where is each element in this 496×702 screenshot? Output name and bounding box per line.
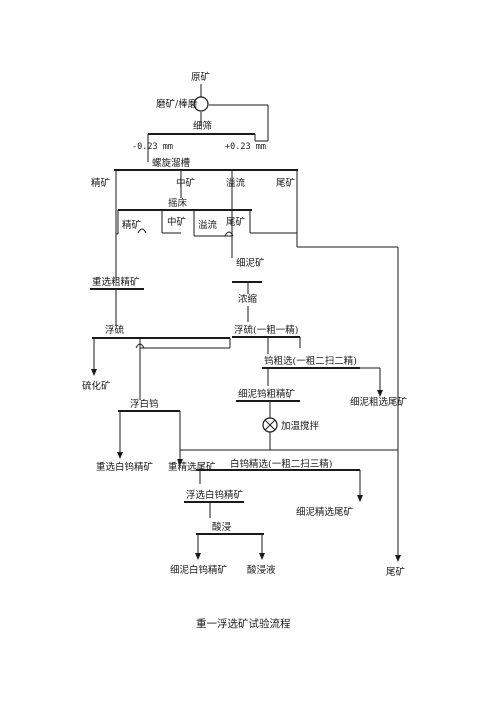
tailings-label: 尾矿 <box>386 566 406 578</box>
table-middling-label: 中矿 <box>167 216 187 228</box>
spiral-conc-label: 精矿 <box>91 177 111 189</box>
line-crossovers <box>135 228 234 349</box>
heat-stirring-tank-symbol <box>262 417 278 433</box>
diagram-caption: 重一浮选矿试验流程 <box>196 617 291 630</box>
slime-scheelite-conc-label: 细泥白钨精矿 <box>170 564 228 576</box>
slime-w-rough-conc-label: 细泥钨粗精矿 <box>238 388 296 400</box>
grinding-mill-symbol <box>193 96 209 112</box>
scheelite-flotation-label: 浮白钨 <box>130 398 159 410</box>
spiral-tail-label: 尾矿 <box>276 177 296 189</box>
screen-over-label: +0.23 mm <box>225 142 266 152</box>
spiral-chute-label: 螺旋溜槽 <box>152 157 191 169</box>
flotation-rougher-label: 浮硫(一粗一精) <box>234 324 298 336</box>
tungsten-rougher-label: 钨粗选(一粗二扫二精) <box>264 355 357 367</box>
acid-leach-label: 酸浸 <box>212 521 232 533</box>
gravity-cleaner-tail-label: 重精选尾矿 <box>168 461 216 473</box>
fine-slime-label: 细泥矿 <box>236 257 265 269</box>
table-tail-label: 尾矿 <box>226 216 246 228</box>
table-overflow-label: 溢流 <box>198 219 218 231</box>
raw-ore-label: 原矿 <box>191 71 211 83</box>
grinding-label: 磨矿/棒磨 <box>156 98 198 110</box>
screen-under-label: -0.23 mm <box>132 142 173 152</box>
slime-rough-tail-label: 细泥粗选尾矿 <box>350 396 408 408</box>
slime-cleaner-tail-label: 细泥精选尾矿 <box>296 506 354 518</box>
node-labels: 原矿 磨矿/棒磨 细筛 -0.23 mm +0.23 mm 螺旋溜槽 精矿 中矿… <box>82 71 408 578</box>
thickening-label: 浓缩 <box>238 293 258 305</box>
gravity-scheelite-conc-label: 重选白钨精矿 <box>96 461 154 473</box>
spiral-middling-label: 中矿 <box>176 177 196 189</box>
sulfide-flotation-label: 浮硫 <box>105 324 125 336</box>
heat-stirring-label: 加温搅拌 <box>281 420 320 432</box>
spiral-overflow-label: 溢流 <box>226 177 246 189</box>
flotation-scheelite-conc-label: 浮选白钨精矿 <box>186 489 244 501</box>
scheelite-cleaner-label: 白钨精选(一粗二扫三精) <box>230 458 332 470</box>
table-conc-label: 精矿 <box>122 219 142 231</box>
gravity-rough-conc-label: 重选粗精矿 <box>92 276 140 288</box>
flow-lines <box>90 84 399 558</box>
shaking-table-label: 摇床 <box>168 197 188 209</box>
sulfide-conc-label: 硫化矿 <box>82 380 111 392</box>
acid-leach-solution-label: 酸浸液 <box>247 564 276 576</box>
flow-arrows <box>91 369 401 562</box>
fine-screen-label: 细筛 <box>193 120 212 132</box>
